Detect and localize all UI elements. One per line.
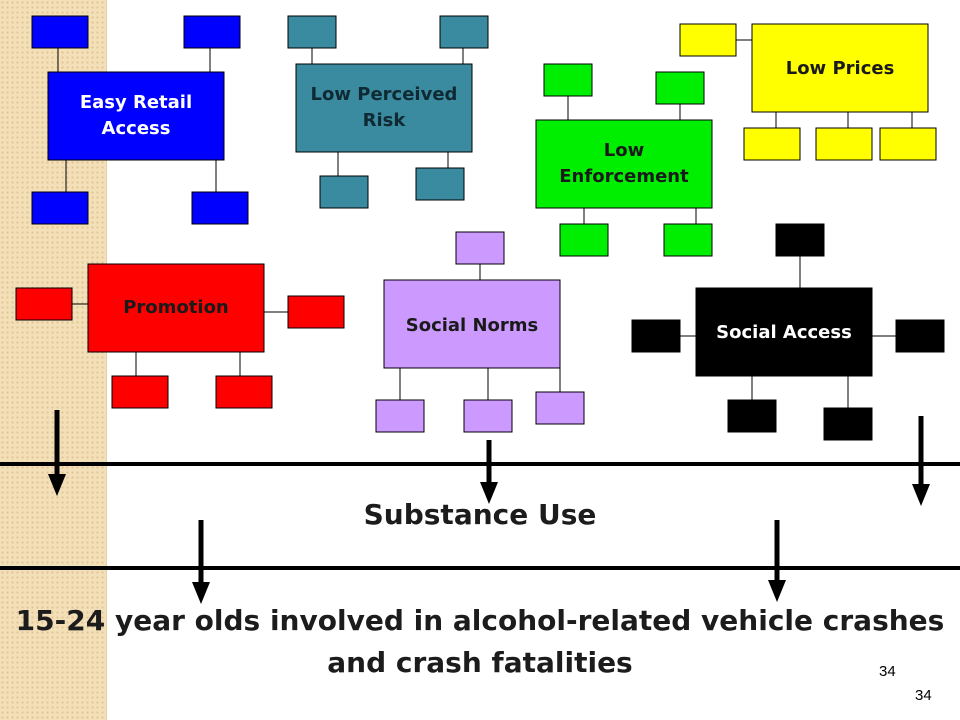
low-perceived-node [439, 15, 489, 49]
social-access-node [775, 223, 825, 257]
arrow-down-icon [912, 416, 930, 506]
easy-retail-access-label: Easy Retail Access [79, 92, 193, 139]
social-norms-box [383, 279, 561, 369]
social-access-group [631, 223, 945, 441]
easy-retail-node [183, 15, 241, 49]
social-norms-node [535, 391, 585, 425]
low-prices-node [815, 127, 873, 161]
promotion-label: Promotion [123, 297, 229, 318]
connector-lines [57, 39, 913, 408]
low-prices-node [743, 127, 801, 161]
social-norms-node [375, 399, 425, 433]
page-number: 34 [879, 663, 896, 680]
low-enforcement-label: Low Enforcement [559, 140, 689, 187]
social-access-node [895, 319, 945, 353]
low-enforcement-node [655, 71, 705, 105]
social-norms-node [463, 399, 513, 433]
easy-retail-access-box [47, 71, 225, 161]
low-prices-group [679, 23, 937, 161]
crashes-outcome-label: 15-24 year olds involved in alcohol-rela… [15, 604, 945, 679]
low-enforcement-node [543, 63, 593, 97]
low-perceived-risk-box [295, 63, 473, 153]
social-access-label: Social Access [716, 322, 852, 343]
easy-retail-node [191, 191, 249, 225]
low-perceived-risk-label: Low Perceived Risk [310, 84, 458, 131]
low-perceived-node [415, 167, 465, 201]
social-norms-group [375, 231, 585, 433]
page-number: 34 [915, 687, 932, 704]
arrow-down-icon [480, 440, 498, 504]
low-perceived-risk-group [287, 15, 489, 209]
promotion-node [111, 375, 169, 409]
easy-retail-node [31, 191, 89, 225]
promotion-node [15, 287, 73, 321]
arrows [48, 410, 930, 604]
easy-retail-access-group [31, 15, 249, 225]
promotion-box [87, 263, 265, 353]
low-prices-node [879, 127, 937, 161]
promotion-node [287, 295, 345, 329]
social-access-node [727, 399, 777, 433]
social-norms-label: Social Norms [405, 315, 539, 336]
social-access-node [631, 319, 681, 353]
low-prices-node [679, 23, 737, 57]
low-enforcement-group [535, 63, 713, 257]
social-access-node [823, 407, 873, 441]
promotion-node [215, 375, 273, 409]
promotion-group [15, 263, 345, 409]
easy-retail-node [31, 15, 89, 49]
low-enforcement-box [535, 119, 713, 209]
low-prices-box [751, 23, 929, 113]
arrow-down-icon [768, 520, 786, 602]
low-enforcement-node [663, 223, 713, 257]
arrow-down-icon [192, 520, 210, 604]
social-norms-node [455, 231, 505, 265]
low-perceived-node [319, 175, 369, 209]
substance-use-label: Substance Use [363, 498, 597, 531]
arrow-down-icon [48, 410, 66, 496]
low-perceived-node [287, 15, 337, 49]
social-access-box [695, 287, 873, 377]
low-prices-label: Low Prices [785, 58, 895, 79]
low-enforcement-node [559, 223, 609, 257]
